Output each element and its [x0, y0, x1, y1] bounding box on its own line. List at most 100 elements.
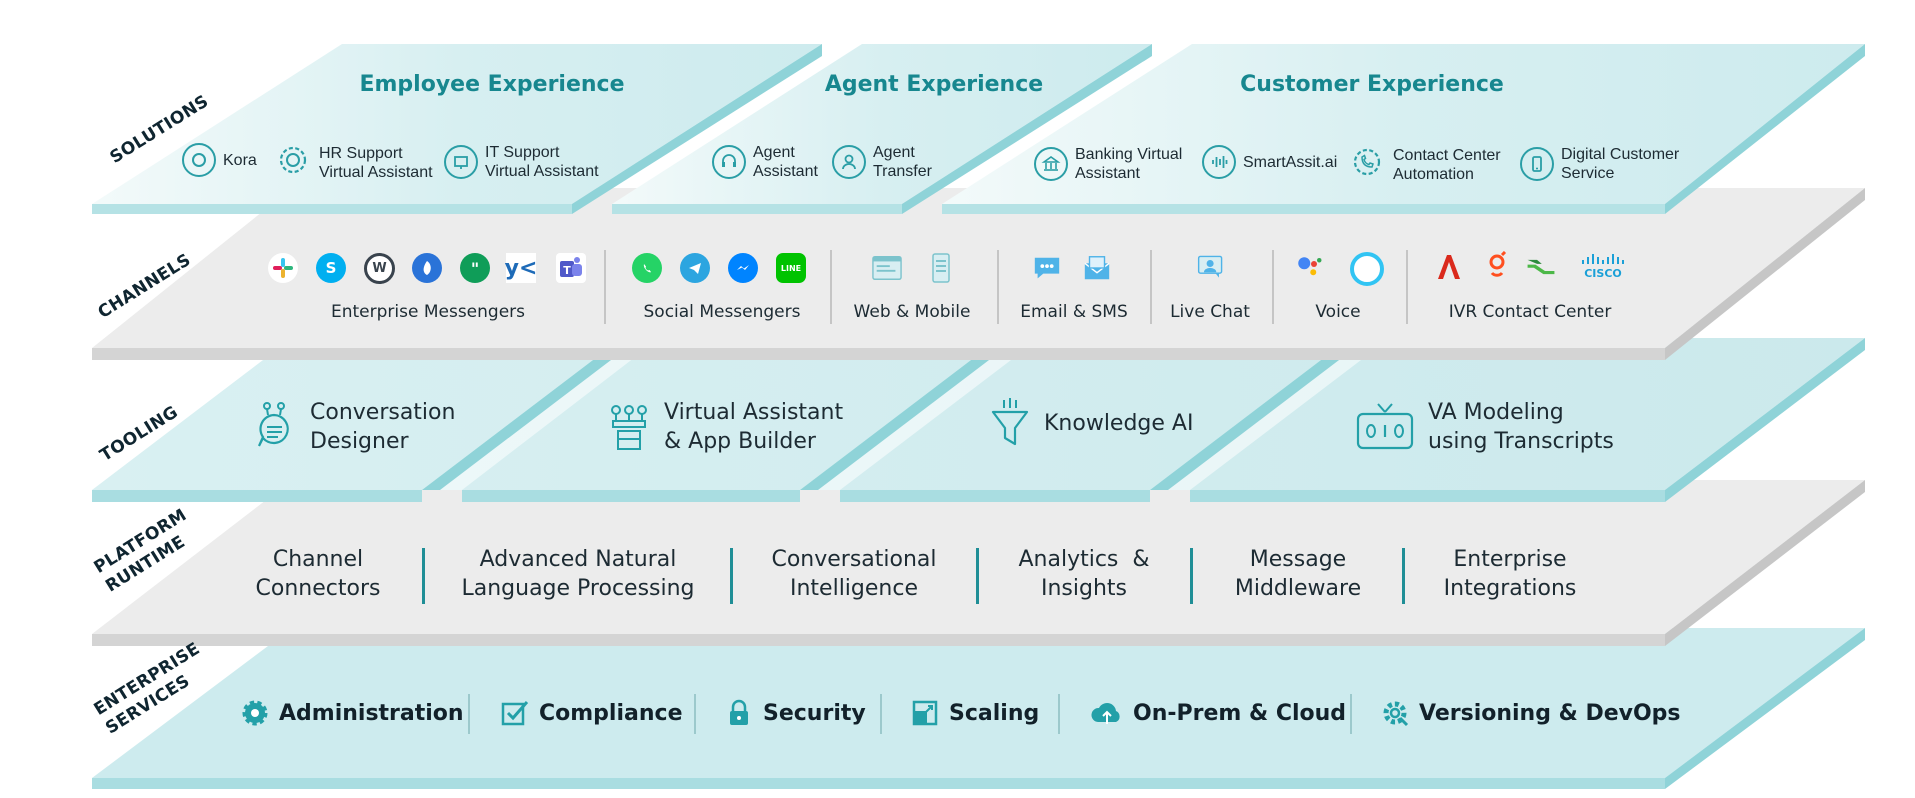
- runtime-advanced-nlp: Advanced Natural Language Processing: [461, 547, 695, 601]
- runtime-divider: [1402, 548, 1405, 604]
- transcript-modeling-icon: [1356, 403, 1414, 450]
- app-builder-icon: [611, 405, 647, 450]
- solution-kora[interactable]: Kora: [182, 143, 257, 177]
- mobile-app-icon[interactable]: [926, 253, 956, 283]
- service-security[interactable]: Security: [724, 698, 866, 728]
- bank-icon: [1034, 147, 1068, 181]
- google-assistant-icon[interactable]: [1296, 252, 1326, 282]
- plate-enterprise-services: [92, 628, 1865, 789]
- channels-divider: [1150, 250, 1152, 324]
- service-onprem-cloud-label: On-Prem & Cloud: [1133, 700, 1347, 726]
- skype-icon[interactable]: S: [316, 253, 346, 283]
- solution-agent-transfer-label: Agent Transfer: [873, 144, 932, 180]
- solution-agent-assistant-label: Agent Assistant: [753, 144, 818, 180]
- admin-gear-icon: [242, 700, 268, 726]
- slack-icon[interactable]: [268, 253, 298, 283]
- tool-conversation-designer[interactable]: Conversation Designer: [254, 398, 455, 456]
- cloud-upload-icon: [1091, 703, 1120, 724]
- service-administration-label: Administration: [279, 700, 464, 726]
- services-divider: [1058, 694, 1060, 734]
- devops-gear-icon: [1383, 701, 1409, 727]
- services-divider: [1350, 694, 1352, 734]
- tool-knowledge-ai-label: Knowledge AI: [1044, 410, 1194, 436]
- line-icon[interactable]: LINE: [776, 253, 806, 283]
- channel-group-web-mobile: Web & Mobile: [853, 302, 971, 322]
- whatsapp-icon[interactable]: [632, 253, 662, 283]
- funnel-icon: [991, 398, 1029, 446]
- channels-divider: [830, 250, 832, 324]
- web-browser-icon[interactable]: [872, 253, 902, 283]
- plate-channels: [92, 188, 1865, 360]
- it-support-icon: [444, 145, 478, 179]
- soundwave-icon: [1202, 145, 1236, 179]
- teams-icon[interactable]: T: [556, 253, 586, 283]
- service-security-label: Security: [763, 700, 866, 726]
- solution-smartassist[interactable]: SmartAssit.ai: [1202, 145, 1337, 179]
- agent-experience-title: Agent Experience: [824, 72, 1044, 97]
- solution-agent-assistant[interactable]: Agent Assistant: [712, 143, 818, 181]
- services-divider: [694, 694, 696, 734]
- solution-banking-va-label: Banking Virtual Assistant: [1075, 146, 1183, 182]
- service-versioning-devops[interactable]: Versioning & DevOps: [1380, 698, 1681, 728]
- solution-agent-transfer[interactable]: Agent Transfer: [832, 143, 932, 181]
- channel-group-social-messengers: Social Messengers: [643, 302, 801, 322]
- kora-icon: [182, 143, 216, 177]
- service-compliance[interactable]: Compliance: [500, 698, 682, 728]
- solution-digital-customer-service-label: Digital Customer Service: [1561, 146, 1680, 182]
- hangouts-icon[interactable]: ": [460, 253, 490, 283]
- channel-group-live-chat: Live Chat: [1170, 302, 1250, 322]
- solution-banking-va[interactable]: Banking Virtual Assistant: [1034, 145, 1182, 183]
- scaling-icon: [912, 700, 938, 726]
- service-onprem-cloud[interactable]: On-Prem & Cloud: [1090, 698, 1346, 728]
- solution-it-support[interactable]: IT Support Virtual Assistant: [444, 143, 599, 181]
- tool-va-app-builder[interactable]: Virtual Assistant & App Builder: [608, 398, 843, 456]
- ringcentral-icon[interactable]: [412, 253, 442, 283]
- telegram-icon[interactable]: [680, 253, 710, 283]
- solution-hr-support[interactable]: HR Support Virtual Assistant: [274, 141, 433, 184]
- phone-gear-icon: [1348, 143, 1386, 186]
- svg-text:T: T: [563, 264, 571, 277]
- nice-icon[interactable]: [1526, 252, 1556, 282]
- customer-experience-title: Customer Experience: [1240, 72, 1504, 97]
- services-divider: [880, 694, 882, 734]
- service-scaling[interactable]: Scaling: [910, 698, 1039, 728]
- avaya-icon[interactable]: [1434, 252, 1464, 282]
- checkbox-icon: [501, 701, 529, 726]
- solution-contact-center-label: Contact Center Automation: [1393, 146, 1501, 183]
- messenger-icon[interactable]: [728, 253, 758, 283]
- runtime-divider: [1190, 548, 1193, 604]
- runtime-analytics-insights: Analytics & Insights: [1018, 547, 1150, 601]
- channel-group-email-sms: Email & SMS: [1020, 302, 1128, 322]
- cisco-icon[interactable]: CISCO: [1580, 252, 1632, 282]
- tool-conversation-designer-label: Conversation Designer: [310, 400, 456, 454]
- tool-va-modeling[interactable]: VA Modeling using Transcripts: [1356, 398, 1614, 456]
- live-chat-icon[interactable]: [1196, 252, 1226, 282]
- headset-icon: [712, 145, 746, 179]
- email-icon[interactable]: [1082, 253, 1112, 283]
- solution-it-support-label: IT Support Virtual Assistant: [485, 144, 599, 180]
- solution-contact-center[interactable]: Contact Center Automation: [1348, 143, 1501, 186]
- cisco-wordmark: CISCO: [1584, 267, 1622, 280]
- runtime-conversational-intelligence: Conversational Intelligence: [771, 547, 937, 601]
- genesys-icon[interactable]: [1482, 251, 1512, 282]
- tool-knowledge-ai[interactable]: Knowledge AI: [990, 398, 1193, 448]
- solution-digital-customer-service[interactable]: Digital Customer Service: [1520, 145, 1679, 183]
- sms-icon[interactable]: [1032, 253, 1062, 283]
- channels-divider: [997, 250, 999, 324]
- solution-smartassist-label: SmartAssit.ai: [1243, 153, 1338, 171]
- runtime-divider: [976, 548, 979, 604]
- plate-tooling: [92, 338, 1865, 502]
- alexa-icon[interactable]: [1350, 252, 1384, 286]
- webex-icon[interactable]: W: [364, 253, 395, 284]
- runtime-divider: [730, 548, 733, 604]
- runtime-divider: [422, 548, 425, 604]
- service-administration[interactable]: Administration: [240, 698, 464, 728]
- conversation-designer-icon: [257, 402, 289, 447]
- plate-solutions: [92, 44, 1865, 214]
- service-compliance-label: Compliance: [539, 700, 683, 726]
- lock-icon: [730, 699, 748, 725]
- tool-va-app-builder-label: Virtual Assistant & App Builder: [664, 400, 844, 454]
- tool-va-modeling-label: VA Modeling using Transcripts: [1428, 400, 1614, 454]
- yammer-icon[interactable]: y<: [505, 253, 537, 283]
